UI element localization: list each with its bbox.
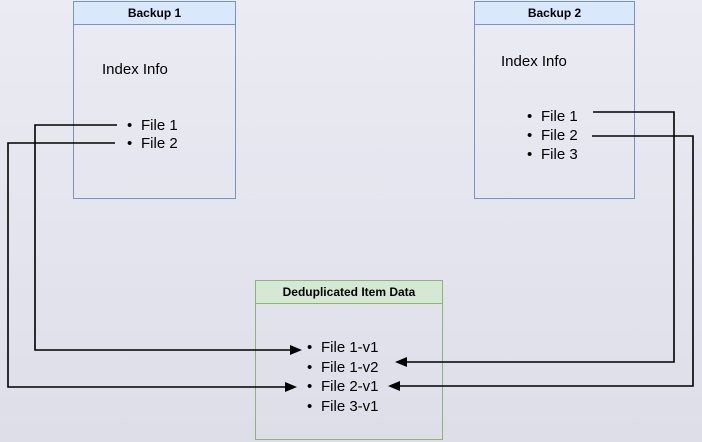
backup1-index-info-label: Index Info (102, 61, 168, 78)
dedup-title: Deduplicated Item Data (256, 281, 442, 304)
backup2-box: Backup 2 (474, 1, 635, 199)
backup1-title: Backup 1 (74, 2, 235, 25)
backup1-box: Backup 1 (73, 1, 236, 199)
dedup-item-list: File 1-v1 File 1-v2 File 2-v1 File 3-v1 (307, 338, 379, 416)
dedup-file2-v1: File 2-v1 (307, 377, 379, 397)
backup2-file2: File 2 (527, 126, 578, 145)
backup1-file1: File 1 (127, 117, 178, 135)
backup1-file2: File 2 (127, 135, 178, 153)
dedup-file1-v1: File 1-v1 (307, 338, 379, 358)
backup2-file-list: File 1 File 2 File 3 (527, 107, 578, 164)
backup2-file1: File 1 (527, 107, 578, 126)
backup1-file-list: File 1 File 2 (127, 117, 178, 153)
dedup-file3-v1: File 3-v1 (307, 397, 379, 417)
backup2-file3: File 3 (527, 145, 578, 164)
backup2-index-info-label: Index Info (501, 53, 567, 70)
dedup-file1-v2: File 1-v2 (307, 358, 379, 378)
backup2-title: Backup 2 (475, 2, 634, 25)
